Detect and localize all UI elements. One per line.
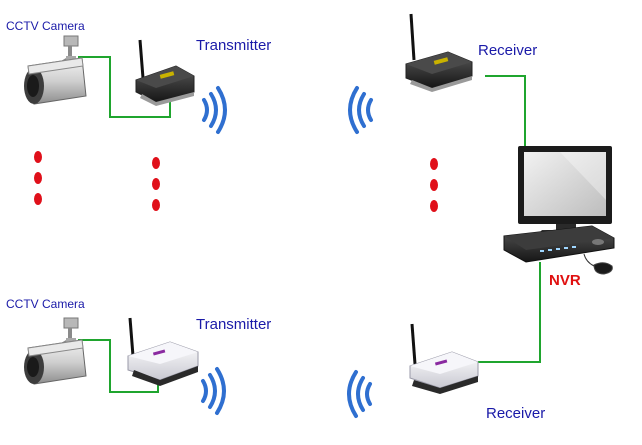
- monitor-icon: [518, 146, 612, 236]
- nvr-label: NVR: [549, 272, 581, 289]
- transmitter-label-bottom: Transmitter: [196, 316, 272, 333]
- receiver-icon: [409, 323, 479, 394]
- signal-wave-icon: [202, 86, 227, 134]
- signal-wave-icon: [201, 367, 226, 415]
- signal-wave-icon: [347, 370, 372, 418]
- cctv-camera-icon: [24, 317, 87, 385]
- cable-receiver-bottom-to-nvr: [478, 262, 541, 363]
- receiver-icon: [405, 13, 473, 92]
- nvr-recorder-icon: [503, 225, 615, 263]
- ellipsis-dots-left: [34, 151, 42, 205]
- ellipsis-dots-right: [430, 158, 438, 212]
- transmitter-icon: [127, 317, 199, 386]
- cctv-camera-icon: [24, 35, 87, 105]
- transmitter-label-top: Transmitter: [196, 37, 272, 54]
- camera-label-top: CCTV Camera: [6, 19, 85, 33]
- cable-camera-top-to-transmitter: [78, 56, 171, 118]
- mouse-icon: [583, 253, 613, 275]
- cable-receiver-top-to-monitor: [485, 75, 526, 148]
- camera-label-bottom: CCTV Camera: [6, 297, 85, 311]
- cable-camera-bottom-to-transmitter: [78, 339, 159, 393]
- cables: [78, 56, 541, 393]
- receiver-label-top: Receiver: [478, 42, 538, 59]
- transmitter-icon: [135, 39, 195, 106]
- signal-wave-icon: [348, 86, 373, 134]
- ellipsis-dots-middle: [152, 157, 160, 211]
- receiver-label-bottom: Receiver: [486, 405, 546, 422]
